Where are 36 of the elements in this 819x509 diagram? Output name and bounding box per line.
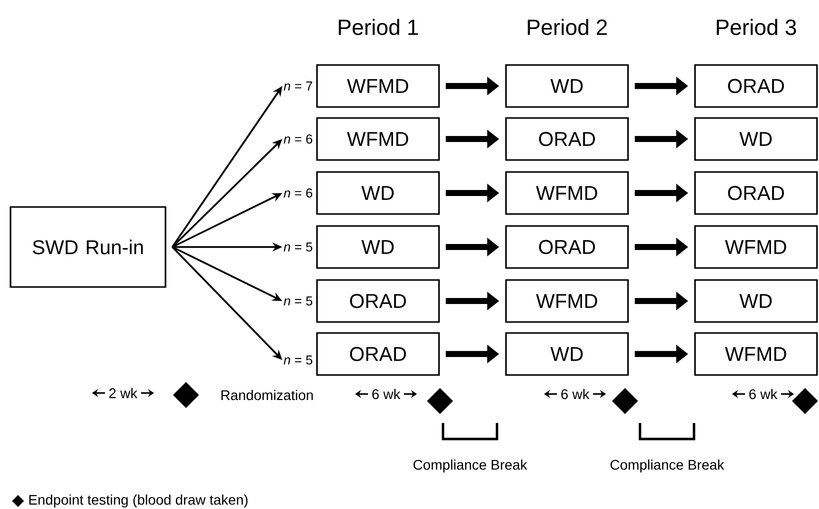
diet-box: WD <box>505 64 629 108</box>
diet-box: WFMD <box>316 64 440 108</box>
diet-box: ORAD <box>694 64 818 108</box>
duration-label: 6 wk <box>749 388 778 400</box>
group-size-label: n = 6 <box>284 134 312 144</box>
duration-label: 2 wk <box>109 388 138 398</box>
compliance-break-label: Compliance Break <box>610 459 724 473</box>
group-size-label: n = 7 <box>284 82 312 90</box>
group-size-label: n = 6 <box>284 188 312 198</box>
diet-box: WD <box>694 279 818 323</box>
diet-box: WFMD <box>694 332 818 376</box>
diet-box: ORAD <box>316 279 440 323</box>
diet-box: WFMD <box>505 279 629 323</box>
run-in-box: SWD Run-in <box>10 206 166 288</box>
diet-box: ORAD <box>505 117 629 161</box>
diet-box: ORAD <box>316 332 440 376</box>
duration-label: 6 wk <box>561 388 590 400</box>
duration-label: 6 wk <box>372 388 400 400</box>
legend-text: Endpoint testing (blood draw taken) <box>29 494 248 508</box>
diet-box: WFMD <box>694 225 818 269</box>
diet-box: WD <box>316 225 440 269</box>
diet-box: ORAD <box>694 171 818 215</box>
period-heading: Period 1 <box>338 18 418 36</box>
group-size-label: n = 5 <box>284 242 312 252</box>
group-size-label: n = 5 <box>284 296 312 306</box>
randomization-label: Randomization <box>221 390 313 400</box>
diet-box: ORAD <box>505 225 629 269</box>
period-heading: Period 2 <box>528 18 607 36</box>
compliance-break-label: Compliance Break <box>414 459 528 473</box>
diet-box: WFMD <box>505 171 629 215</box>
diet-box: WFMD <box>316 117 440 161</box>
diet-box: WD <box>505 332 629 376</box>
diet-box: WD <box>316 171 440 215</box>
group-size-label: n = 5 <box>284 355 312 365</box>
period-heading: Period 3 <box>716 18 796 36</box>
diet-box: WD <box>694 117 818 161</box>
